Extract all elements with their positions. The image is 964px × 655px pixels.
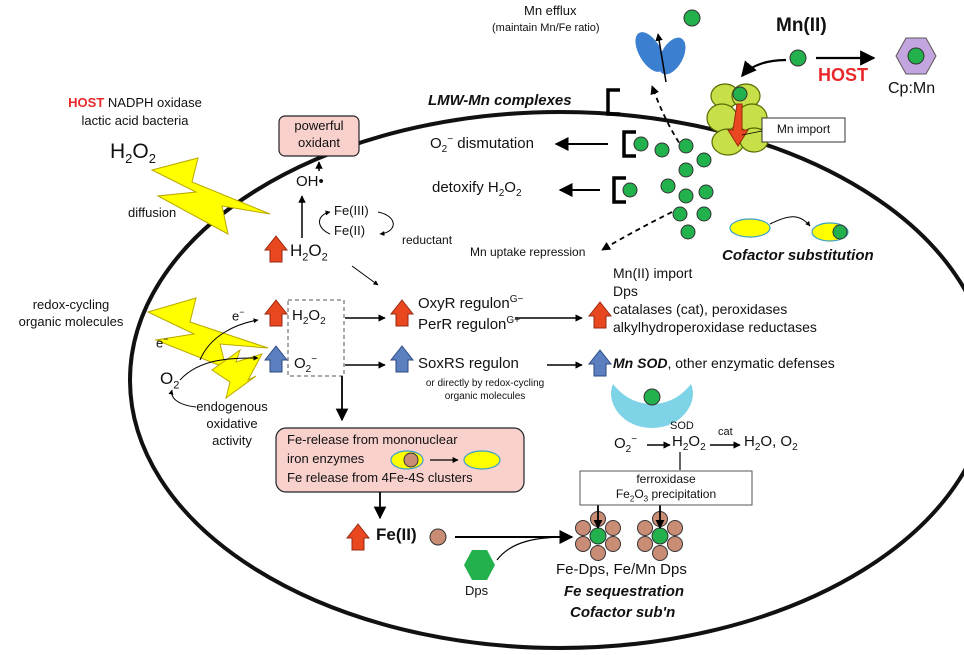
response-mn-sod: Mn SOD, other enzymatic defenses [613, 355, 835, 371]
endogenous-label: endogenous [196, 399, 268, 414]
mn-ratio-label: (maintain Mn/Fe ratio) [492, 22, 600, 34]
oxyr-regulon-label: OxyR regulonG− [418, 294, 524, 312]
lightning-bolt-icon [150, 157, 271, 235]
fe-release-line2: iron enzymes [287, 451, 365, 466]
fe-release-line1: Fe-release from mononuclear [287, 432, 458, 447]
cp-mn-label: Cp:Mn [888, 80, 936, 97]
ferroxidase-box [579, 470, 753, 506]
box-superoxide-label: O2− [294, 354, 318, 375]
mn-ion-icon [789, 49, 807, 67]
mn2-bold-label: Mn(II) [776, 15, 827, 36]
cat-label: cat [718, 426, 733, 438]
reductant-label: reductant [402, 233, 453, 247]
sod-product-h2o2: H2O2 [672, 433, 706, 453]
response-catalases: catalases (cat), peroxidases [613, 301, 788, 317]
mn-sod-enzyme-icon [611, 384, 693, 428]
host-right-label: HOST [818, 65, 869, 85]
increase-arrow-icon [588, 349, 612, 377]
increase-arrow-icon [588, 301, 612, 329]
h2o2-inside: H2O2 [290, 241, 328, 264]
soxrs-regulon-label: SoxRS regulon [418, 355, 519, 372]
fe2-bold-label: Fe(II) [376, 525, 417, 544]
mn-import-box [761, 117, 846, 143]
mn-efflux-pump-icon [635, 32, 665, 72]
o2-dismutation-label: O2− dismutation [430, 134, 534, 155]
perr-regulon-label: PerR regulonG+ [418, 315, 521, 333]
electron-label: e− [232, 307, 245, 324]
diffusion-label: diffusion [128, 205, 177, 220]
response-alkylhydroperoxidase: alkylhydroperoxidase reductases [613, 319, 817, 335]
fe-ion-icon [429, 528, 447, 546]
lactic-acid-label: lactic acid bacteria [81, 113, 189, 128]
electron-label: e− [156, 334, 169, 351]
ferroxidase-label: ferroxidase [636, 472, 696, 486]
fe2o3-label: Fe2O3 precipitation [615, 487, 717, 504]
increase-arrow-icon [390, 299, 414, 327]
cofactor-substitution-label: Cofactor substitution [722, 247, 874, 264]
fe-dps-label: Fe-Dps, Fe/Mn Dps [556, 561, 687, 578]
oxidant-label: oxidant [298, 135, 340, 150]
o2-label: O2 [160, 369, 180, 392]
sod-reaction: O2− [614, 434, 638, 455]
increase-arrow-icon [346, 523, 370, 551]
increase-arrow-icon [390, 345, 414, 373]
lmw-mn-bracket-icon [612, 176, 626, 204]
response-mn-import: Mn(II) import [613, 265, 693, 281]
powerful-label: powerful [294, 118, 344, 133]
increase-arrow-icon [264, 345, 288, 373]
soxrs-note-2: organic molecules [444, 391, 526, 402]
mn-uptake-repression-label: Mn uptake repression [470, 245, 586, 259]
lmw-mn-label: LMW-Mn complexes [428, 92, 572, 109]
response-dps: Dps [613, 283, 638, 299]
mn-ion-pool [654, 138, 714, 240]
cell-membrane [128, 110, 964, 650]
increase-arrow-icon [264, 235, 288, 263]
h2o2-outside: H2O2 [110, 140, 156, 167]
cofactor-subn-label: Cofactor sub'n [570, 604, 676, 621]
detoxify-label: detoxify H2O2 [432, 179, 522, 199]
redox-cycling-label: redox-cycling [32, 297, 110, 312]
mn-ion-icon [683, 9, 701, 27]
organic-molecules-label: organic molecules [18, 314, 124, 329]
powerful-oxidant-box [278, 115, 360, 157]
lmw-mn-bracket-icon [622, 130, 636, 158]
ros-dashed-box [287, 299, 345, 377]
fe3-label: Fe(III) [334, 203, 369, 218]
sod-label: SOD [670, 420, 694, 432]
oxidative-label: oxidative [206, 416, 258, 431]
mn-import-label: Mn import [776, 122, 831, 136]
dps-hexagon-icon [464, 550, 495, 580]
lightning-bolt-icon [146, 297, 269, 369]
host-nadph-label: HOST NADPH oxidase [68, 95, 202, 110]
activity-label: activity [212, 433, 252, 448]
soxrs-note: or directly by redox-cycling [425, 378, 545, 389]
fe-release-line3: Fe release from 4Fe-4S clusters [287, 470, 473, 485]
fe2-label: Fe(II) [334, 223, 366, 238]
mn-import-transporter-icon [706, 83, 769, 156]
cat-products: H2O, O2 [744, 433, 798, 453]
fe-sequestration-label: Fe sequestration [564, 583, 685, 600]
lmw-mn-bracket-icon [606, 88, 620, 116]
fe-mn-dps-complex [637, 511, 683, 561]
dps-label: Dps [465, 583, 489, 598]
lightning-bolt-icon [211, 348, 264, 400]
hydroxyl-radical-label: OH• [296, 173, 324, 190]
box-h2o2-label: H2O2 [292, 307, 326, 327]
mn-efflux-label: Mn efflux [524, 3, 577, 18]
increase-arrow-icon [264, 299, 288, 327]
